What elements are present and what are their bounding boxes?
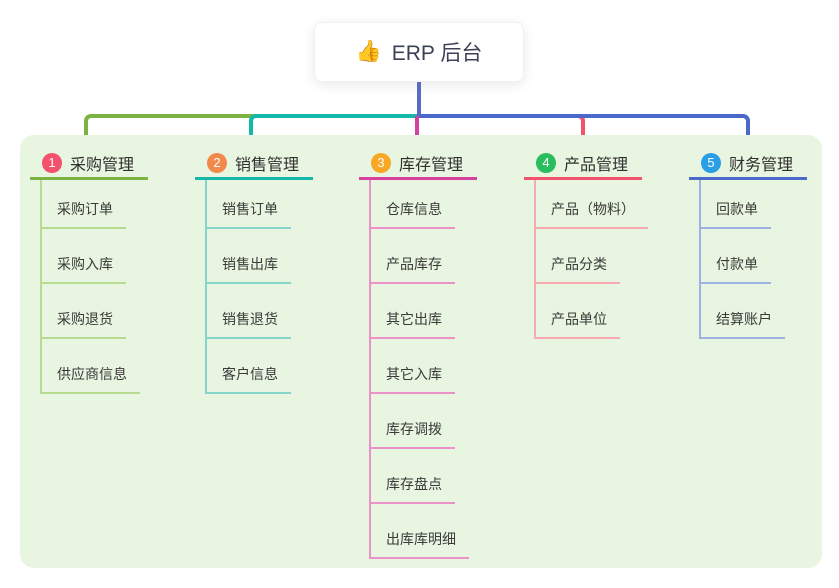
child-label: 采购入库	[57, 256, 113, 272]
branch-label: 产品管理	[564, 156, 629, 174]
child-node[interactable]: 其它入库	[371, 339, 455, 394]
child-node[interactable]: 销售出库	[207, 229, 291, 284]
child-label: 客户信息	[222, 366, 278, 382]
branch-children: 采购订单 采购入库 采购退货 供应商信息	[40, 180, 148, 394]
branch-inventory: 3 库存管理 仓库信息 产品库存 其它出库 其它入库 库存调拨 库存盘点 出库库…	[359, 148, 477, 559]
child-node[interactable]: 销售退货	[207, 284, 291, 339]
child-node[interactable]: 仓库信息	[371, 180, 455, 229]
child-label: 其它出库	[386, 311, 442, 327]
branch-label: 销售管理	[235, 156, 300, 174]
branch-product: 4 产品管理 产品（物料） 产品分类 产品单位	[524, 148, 648, 339]
branch-header-sales[interactable]: 2 销售管理	[195, 148, 313, 180]
child-label: 产品分类	[551, 256, 607, 272]
branches-panel	[20, 135, 822, 568]
child-label: 采购订单	[57, 201, 113, 217]
child-node[interactable]: 供应商信息	[42, 339, 140, 394]
branch-sales: 2 销售管理 销售订单 销售出库 销售退货 客户信息	[195, 148, 313, 394]
root-node[interactable]: 👍 ERP 后台	[314, 22, 524, 82]
child-label: 出库库明细	[386, 531, 456, 547]
branch-number-badge: 2	[207, 152, 227, 173]
child-node[interactable]: 出库库明细	[371, 504, 469, 559]
child-node[interactable]: 客户信息	[207, 339, 291, 394]
child-label: 产品（物料）	[551, 201, 635, 217]
child-label: 付款单	[716, 256, 758, 272]
branch-label: 财务管理	[729, 156, 794, 174]
child-label: 产品单位	[551, 311, 607, 327]
branch-header-finance[interactable]: 5 财务管理	[689, 148, 807, 180]
connector-branch-3	[415, 116, 419, 146]
child-label: 销售退货	[222, 311, 278, 327]
child-node[interactable]: 采购入库	[42, 229, 126, 284]
branch-header-purchase[interactable]: 1 采购管理	[30, 148, 148, 180]
branch-children: 产品（物料） 产品分类 产品单位	[534, 180, 648, 339]
child-node[interactable]: 产品分类	[536, 229, 620, 284]
child-label: 仓库信息	[386, 201, 442, 217]
child-node[interactable]: 采购订单	[42, 180, 126, 229]
branch-header-product[interactable]: 4 产品管理	[524, 148, 642, 180]
root-connector	[417, 82, 421, 116]
child-node[interactable]: 库存盘点	[371, 449, 455, 504]
branch-number-badge: 3	[371, 152, 391, 173]
child-label: 其它入库	[386, 366, 442, 382]
branch-finance: 5 财务管理 回款单 付款单 结算账户	[689, 148, 807, 339]
child-node[interactable]: 其它出库	[371, 284, 455, 339]
child-label: 销售订单	[222, 201, 278, 217]
child-node[interactable]: 回款单	[701, 180, 771, 229]
child-label: 结算账户	[716, 311, 772, 327]
child-node[interactable]: 销售订单	[207, 180, 291, 229]
child-node[interactable]: 付款单	[701, 229, 771, 284]
branch-children: 仓库信息 产品库存 其它出库 其它入库 库存调拨 库存盘点 出库库明细	[369, 180, 477, 559]
child-label: 采购退货	[57, 311, 113, 327]
root-title: ERP 后台	[391, 42, 483, 65]
child-label: 供应商信息	[57, 366, 127, 382]
child-label: 库存盘点	[386, 476, 442, 492]
child-label: 回款单	[716, 201, 758, 217]
child-node[interactable]: 产品库存	[371, 229, 455, 284]
child-node[interactable]: 产品（物料）	[536, 180, 648, 229]
child-node[interactable]: 采购退货	[42, 284, 126, 339]
branch-number-badge: 1	[42, 152, 62, 173]
branch-purchase: 1 采购管理 采购订单 采购入库 采购退货 供应商信息	[30, 148, 148, 394]
child-label: 销售出库	[222, 256, 278, 272]
child-node[interactable]: 产品单位	[536, 284, 620, 339]
branch-number-badge: 5	[701, 152, 721, 173]
child-node[interactable]: 库存调拨	[371, 394, 455, 449]
branch-header-inventory[interactable]: 3 库存管理	[359, 148, 477, 180]
child-node[interactable]: 结算账户	[701, 284, 785, 339]
branch-children: 销售订单 销售出库 销售退货 客户信息	[205, 180, 313, 394]
child-label: 产品库存	[386, 256, 442, 272]
branch-label: 采购管理	[70, 156, 135, 174]
connector-branch-2	[249, 114, 419, 146]
child-label: 库存调拨	[386, 421, 442, 437]
branch-label: 库存管理	[399, 156, 464, 174]
branch-number-badge: 4	[536, 152, 556, 173]
thumbs-up-icon: 👍	[355, 40, 382, 63]
branch-children: 回款单 付款单 结算账户	[699, 180, 807, 339]
connector-branch-5	[419, 114, 750, 146]
